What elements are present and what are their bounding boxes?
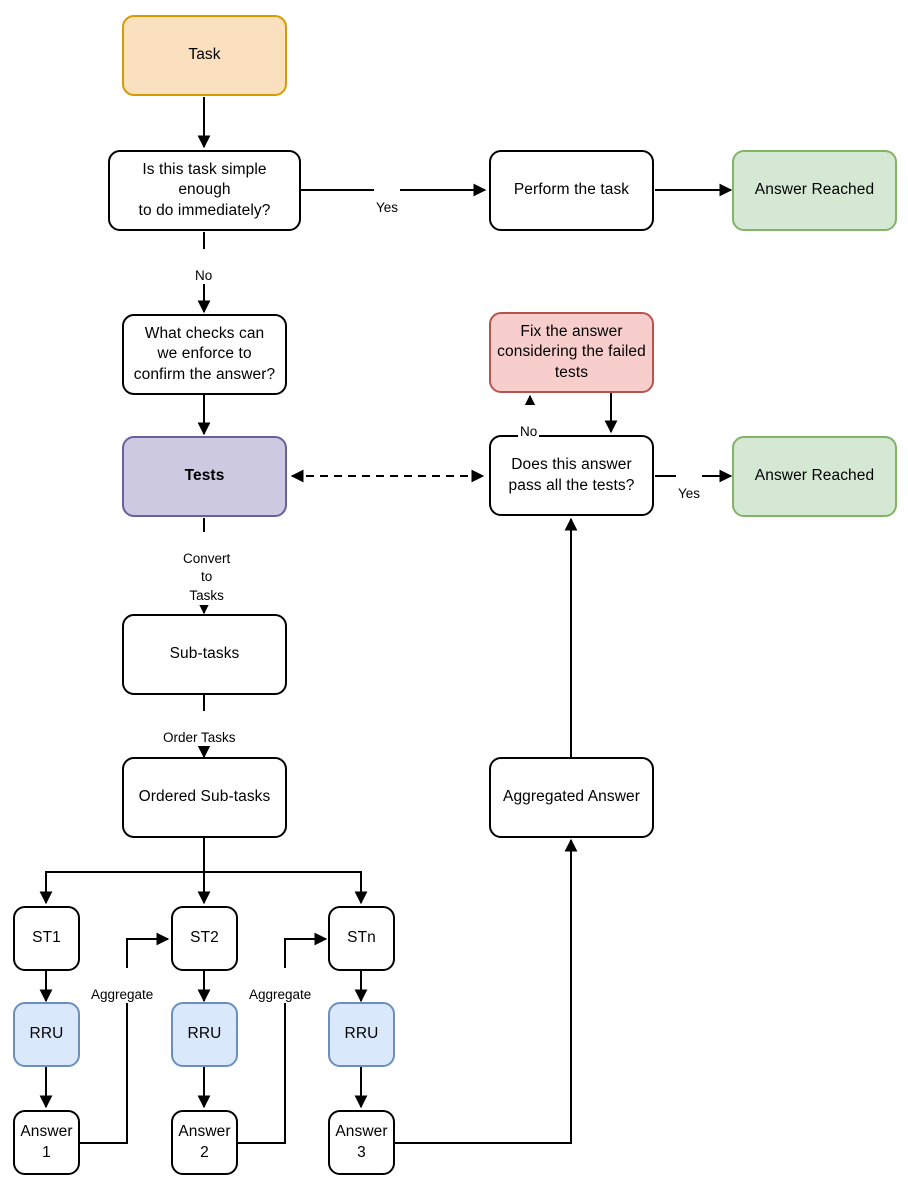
edge-label-yes-pass-text: Yes [678, 485, 701, 501]
node-does-answer-pass-all-tests[interactable]: Does this answer pass all the tests? [489, 435, 654, 516]
node-rru-2-label: RRU [187, 1025, 222, 1043]
node-tests[interactable]: Tests [122, 436, 287, 517]
node-st1[interactable]: ST1 [13, 906, 80, 971]
edge-label-aggregate-2-text: Aggregate [249, 986, 312, 1002]
node-task-label: Task [188, 46, 221, 64]
node-answer-2-label: Answer 2 [178, 1122, 231, 1161]
node-sub-tasks-label: Sub-tasks [169, 645, 240, 663]
node-fix-the-answer-label: Fix the answer considering the failed te… [497, 322, 646, 381]
edge-label-order-tasks: Order Tasks [161, 711, 238, 747]
edge-label-order-tasks-text: Order Tasks [163, 729, 236, 745]
node-task[interactable]: Task [122, 15, 287, 96]
node-answer-3[interactable]: Answer 3 [328, 1110, 395, 1175]
edge-answer3-to-aggregated [395, 838, 578, 1144]
node-aggregated-answer-label: Aggregated Answer [503, 788, 640, 806]
node-answer-2[interactable]: Answer 2 [171, 1110, 238, 1175]
node-stn-label: STn [347, 929, 376, 947]
node-ordered-sub-tasks[interactable]: Ordered Sub-tasks [122, 757, 287, 838]
node-tests-label: Tests [184, 467, 225, 485]
node-what-checks-label: What checks can we enforce to confirm th… [133, 324, 276, 383]
node-what-checks[interactable]: What checks can we enforce to confirm th… [122, 314, 287, 395]
node-answer-1-label: Answer 1 [20, 1122, 73, 1161]
node-answer-reached-top[interactable]: Answer Reached [732, 150, 897, 231]
node-answer-reached-top-label: Answer Reached [754, 181, 875, 199]
edge-label-no-fix-text: No [520, 423, 538, 439]
node-rru-2[interactable]: RRU [171, 1002, 238, 1067]
node-answer-1[interactable]: Answer 1 [13, 1110, 80, 1175]
node-perform-the-task[interactable]: Perform the task [489, 150, 654, 231]
edge-label-no-simple-text: No [195, 267, 213, 283]
edge-label-convert-to-tasks-text: Convert to Tasks [183, 551, 231, 603]
node-is-task-simple-enough[interactable]: Is this task simple enough to do immedia… [108, 150, 301, 231]
node-rru-1[interactable]: RRU [13, 1002, 80, 1067]
node-answer-reached-bottom[interactable]: Answer Reached [732, 436, 897, 517]
edge-label-aggregate-2: Aggregate [247, 968, 314, 1004]
edge-label-yes-top: Yes [374, 181, 401, 217]
node-stn[interactable]: STn [328, 906, 395, 971]
edge-label-aggregate-1-text: Aggregate [91, 986, 154, 1002]
node-answer-reached-bottom-label: Answer Reached [754, 467, 875, 485]
node-sub-tasks[interactable]: Sub-tasks [122, 614, 287, 695]
edge-label-no-simple: No [193, 249, 215, 285]
node-is-task-simple-enough-label: Is this task simple enough to do immedia… [138, 160, 271, 219]
edge-label-no-fix: No [518, 405, 540, 441]
node-st1-label: ST1 [32, 929, 61, 947]
edge-label-aggregate-1: Aggregate [89, 968, 156, 1004]
node-answer-3-label: Answer 3 [335, 1122, 388, 1161]
node-fix-the-answer[interactable]: Fix the answer considering the failed te… [489, 312, 654, 393]
node-ordered-sub-tasks-label: Ordered Sub-tasks [138, 788, 271, 806]
node-st2[interactable]: ST2 [171, 906, 238, 971]
node-st2-label: ST2 [190, 929, 219, 947]
edge-ordered-to-stn [204, 871, 368, 905]
edge-label-convert-to-tasks: Convert to Tasks [181, 532, 233, 605]
edge-label-yes-top-text: Yes [376, 199, 399, 215]
node-does-answer-pass-all-tests-label: Does this answer pass all the tests? [508, 455, 635, 494]
node-perform-the-task-label: Perform the task [513, 181, 630, 199]
node-aggregated-answer[interactable]: Aggregated Answer [489, 757, 654, 838]
node-rru-3[interactable]: RRU [328, 1002, 395, 1067]
edge-label-yes-pass: Yes [676, 467, 703, 503]
node-rru-1-label: RRU [29, 1025, 64, 1043]
node-rru-3-label: RRU [344, 1025, 379, 1043]
edge-ordered-to-st1 [39, 871, 204, 905]
